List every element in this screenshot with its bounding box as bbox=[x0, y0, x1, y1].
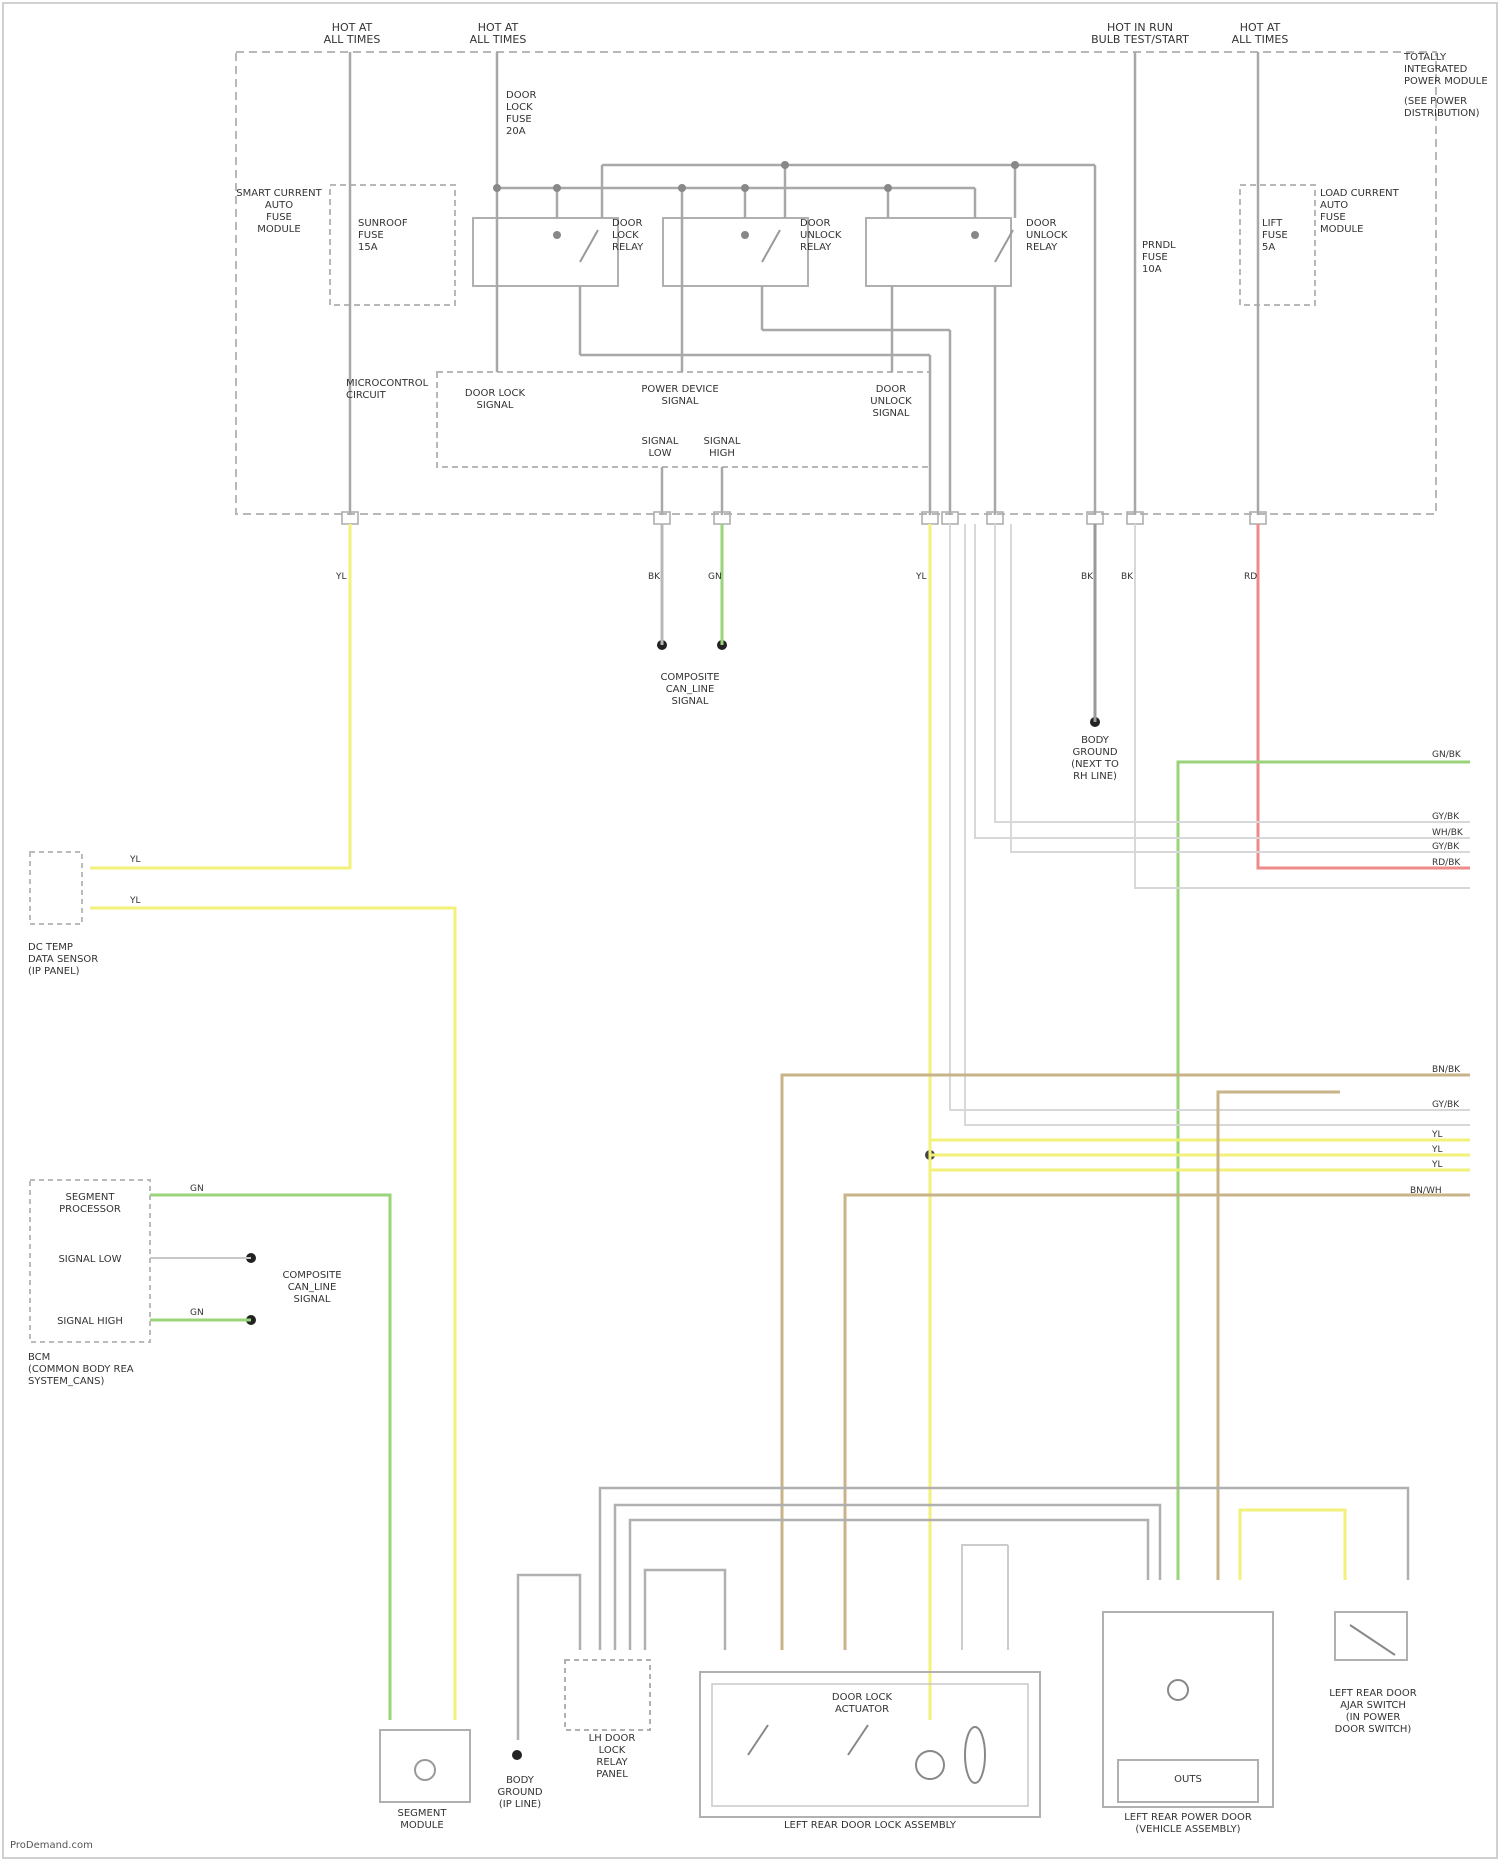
wire-code: BK bbox=[648, 572, 660, 582]
microcontroller-label: MICROCONTROL CIRCUIT bbox=[346, 378, 436, 402]
fuse-right-inner: LIFT FUSE 5A bbox=[1262, 218, 1312, 254]
fuse-top: DOOR LOCK FUSE 20A bbox=[506, 90, 556, 138]
ctrl-a-label: DOOR LOCK SIGNAL bbox=[455, 388, 535, 412]
wire-code: WH/BK bbox=[1432, 828, 1463, 838]
buzzer-label: SEGMENT MODULE bbox=[372, 1808, 472, 1832]
wire-code: BN/WH bbox=[1410, 1186, 1442, 1196]
wire-code: YL bbox=[336, 572, 347, 582]
buzzer-box bbox=[380, 1730, 470, 1802]
fuse-right-label: LOAD CURRENT AUTO FUSE MODULE bbox=[1320, 188, 1420, 236]
bcm-signal-high-label: SIGNAL HIGH bbox=[50, 1316, 130, 1328]
sensor-box bbox=[30, 852, 82, 924]
wire-code: YL bbox=[1432, 1130, 1443, 1140]
wire-code: YL bbox=[1432, 1160, 1443, 1170]
buzzer-icon bbox=[415, 1760, 435, 1780]
bcm-signal-low-label: SIGNAL LOW bbox=[50, 1254, 130, 1266]
power-module-box bbox=[236, 52, 1436, 514]
lsw-label: LH DOOR LOCK RELAY PANEL bbox=[572, 1733, 652, 1781]
ajar-switch-box bbox=[1335, 1612, 1407, 1660]
power-source-1: HOT AT ALL TIMES bbox=[312, 22, 392, 46]
relay-box-3 bbox=[866, 218, 1011, 286]
relay-1-label: DOOR LOCK RELAY bbox=[612, 218, 672, 254]
bcm-label: BCM (COMMON BODY REA SYSTEM_CANS) bbox=[28, 1352, 168, 1388]
sensor-label: DC TEMP DATA SENSOR (IP PANEL) bbox=[28, 942, 148, 978]
wire-code: BN/BK bbox=[1432, 1065, 1460, 1075]
ctrl-c-label: DOOR UNLOCK SIGNAL bbox=[856, 384, 926, 420]
wire-code: RD/BK bbox=[1432, 858, 1460, 868]
fuse-mid: PRNDL FUSE 10A bbox=[1142, 240, 1202, 276]
ajar-switch-icon bbox=[1350, 1625, 1395, 1655]
relay-3-label: DOOR UNLOCK RELAY bbox=[1026, 218, 1086, 254]
fuse-left-label: SMART CURRENT AUTO FUSE MODULE bbox=[234, 188, 324, 236]
frame bbox=[3, 3, 1497, 1858]
fuse-left-inner: SUNROOF FUSE 15A bbox=[358, 218, 438, 254]
harness-wires bbox=[90, 524, 1470, 1740]
power-source-3: HOT IN RUN BULB TEST/START bbox=[1080, 22, 1200, 46]
lsw-box bbox=[565, 1660, 650, 1730]
ctrl-d-label: SIGNAL LOW bbox=[635, 436, 685, 460]
latch-label: LEFT REAR DOOR LOCK ASSEMBLY bbox=[700, 1820, 1040, 1832]
module-wires bbox=[350, 52, 1258, 515]
can-line-label: COMPOSITE CAN_LINE SIGNAL bbox=[640, 672, 740, 708]
ground-1-label: BODY GROUND (NEXT TO RH LINE) bbox=[1055, 735, 1135, 783]
bcm-segment-label: SEGMENT PROCESSOR bbox=[50, 1192, 130, 1216]
relay-box-2 bbox=[663, 218, 808, 286]
ajar-switch-label: LEFT REAR DOOR AJAR SWITCH (IN POWER DOO… bbox=[1308, 1688, 1438, 1736]
module-subtitle: (SEE POWER DISTRIBUTION) bbox=[1404, 96, 1496, 120]
wire-code: GN bbox=[190, 1184, 204, 1194]
wire-code: GY/BK bbox=[1432, 812, 1459, 822]
wire-code: GY/BK bbox=[1432, 1100, 1459, 1110]
can-line-2-label: COMPOSITE CAN_LINE SIGNAL bbox=[262, 1270, 362, 1306]
wire-code: GY/BK bbox=[1432, 842, 1459, 852]
ctrl-e-label: SIGNAL HIGH bbox=[697, 436, 747, 460]
wire-code: RD bbox=[1244, 572, 1257, 582]
wire-code: YL bbox=[916, 572, 927, 582]
ctrl-b-label: POWER DEVICE SIGNAL bbox=[625, 384, 735, 408]
wire-code: GN/BK bbox=[1432, 750, 1461, 760]
motor-label: OUTS bbox=[1150, 1774, 1226, 1786]
wire-code: GN bbox=[708, 572, 722, 582]
relay-box-1 bbox=[473, 218, 618, 286]
wire-code: BK bbox=[1121, 572, 1133, 582]
power-source-2: HOT AT ALL TIMES bbox=[458, 22, 538, 46]
mirror-label: LEFT REAR POWER DOOR (VEHICLE ASSEMBLY) bbox=[1093, 1812, 1283, 1836]
relay-2-label: DOOR UNLOCK RELAY bbox=[800, 218, 860, 254]
wire-code: YL bbox=[130, 896, 141, 906]
ground-2-label: BODY GROUND (IP LINE) bbox=[480, 1775, 560, 1811]
wire-code: YL bbox=[130, 855, 141, 865]
actuator-label: DOOR LOCK ACTUATOR bbox=[812, 1692, 912, 1716]
wire-code: BK bbox=[1081, 572, 1093, 582]
power-source-4: HOT AT ALL TIMES bbox=[1220, 22, 1300, 46]
module-name: TOTALLY INTEGRATED POWER MODULE bbox=[1404, 52, 1500, 88]
wire-code: YL bbox=[1432, 1145, 1443, 1155]
wire-code: GN bbox=[190, 1308, 204, 1318]
credit-text: ProDemand.com bbox=[10, 1840, 93, 1851]
